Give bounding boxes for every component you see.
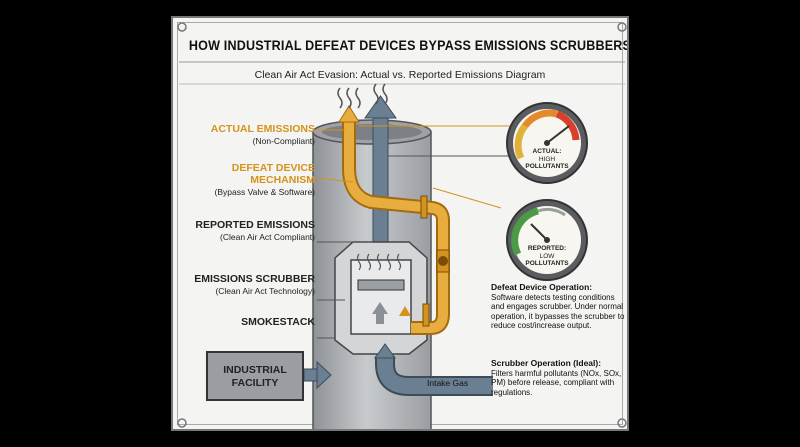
reported-gauge-text: REPORTED: LOW POLLUTANTS <box>522 245 572 268</box>
reported-gauge-line-3: POLLUTANTS <box>525 260 569 267</box>
actual-gauge-text: ACTUAL: HIGH POLLUTANTS <box>522 148 572 171</box>
leader-lines-gray <box>317 155 509 339</box>
emissions-scrubber-sub: (Clean Air Act Technology) <box>215 286 315 296</box>
facility-arrow <box>303 360 332 390</box>
reported-emissions-title: REPORTED EMISSIONS <box>195 219 315 231</box>
actual-emissions-arrow <box>338 105 360 123</box>
bypass-pipe <box>342 118 450 335</box>
reported-gauge-line-2: LOW <box>539 252 555 260</box>
smokestack-title: SMOKESTACK <box>241 316 315 328</box>
gear-icon <box>177 22 627 428</box>
bypass-valve-icon <box>420 195 450 327</box>
scrubber-operation-body: Filters harmful pollutants (NOx, SOx, PM… <box>491 368 622 397</box>
defeat-device-sub: (Bypass Valve & Software) <box>214 187 315 197</box>
defeat-device-title-1: DEFEAT DEVICE <box>231 162 315 174</box>
actual-emissions-title: ACTUAL EMISSIONS <box>210 123 315 135</box>
intake-gas-label: Intake Gas <box>427 378 469 388</box>
defeat-device-operation-heading: Defeat Device Operation: <box>491 282 593 292</box>
actual-gauge-line-2: HIGH <box>538 155 556 163</box>
actual-gauge <box>506 102 588 184</box>
page-subtitle: Clean Air Act Evasion: Actual vs. Report… <box>254 69 546 81</box>
diagram-art <box>177 22 627 429</box>
scrubber-housing <box>334 241 428 355</box>
leader-lines <box>316 125 511 209</box>
facility-label-1: INDUSTRIAL <box>223 364 287 376</box>
scrubber-operation-heading: Scrubber Operation (Ideal): <box>491 358 602 368</box>
defeat-device-operation: Defeat Device Operation: Software detect… <box>491 282 625 331</box>
actual-emissions-sub: (Non-Compliant) <box>252 136 315 146</box>
emissions-scrubber-title: EMISSIONS SCRUBBER <box>194 273 315 285</box>
diagram-frame: HOW INDUSTRIAL DEFEAT DEVICES BYPASS EMI… <box>171 16 629 431</box>
scrubber-operation: Scrubber Operation (Ideal): Filters harm… <box>491 358 625 397</box>
defeat-device-operation-body: Software detects testing conditions and … <box>491 292 625 331</box>
actual-gauge-line-3: POLLUTANTS <box>525 163 569 170</box>
defeat-device-title-2: MECHANISM <box>250 174 315 186</box>
page-title: HOW INDUSTRIAL DEFEAT DEVICES BYPASS EMI… <box>188 38 629 53</box>
actual-gauge-line-1: ACTUAL: <box>532 148 562 155</box>
smoke-icon <box>337 83 388 109</box>
reported-gauge-line-1: REPORTED: <box>527 245 567 252</box>
industrial-facility-box <box>206 351 304 401</box>
facility-label-2: FACILITY <box>231 377 279 389</box>
intake-pipe <box>374 343 493 396</box>
reported-emissions-sub: (Clean Air Act Compliant) <box>220 232 315 242</box>
reported-gauge <box>506 199 588 281</box>
